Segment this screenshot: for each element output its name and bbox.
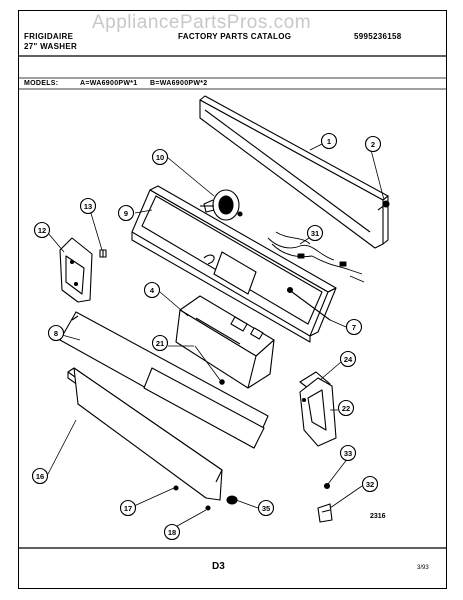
screw-part-7	[286, 286, 331, 321]
console-frame-part	[131, 185, 337, 343]
watermark: AppliancePartsPros.com	[92, 12, 312, 33]
callout-label: 13	[84, 202, 92, 211]
leader-lines	[47, 143, 385, 531]
callout-2: 2	[364, 135, 382, 153]
callout-label: 10	[156, 153, 164, 162]
callout-label: 32	[366, 480, 374, 489]
callout-9: 9	[117, 204, 135, 222]
overlay-panel-part	[59, 311, 269, 449]
page-number: D3	[212, 561, 225, 572]
callout-18: 18	[163, 523, 181, 541]
right-end-cap-part	[299, 377, 337, 447]
wiring-harness-part	[267, 231, 365, 283]
control-board-part	[175, 295, 275, 389]
callout-7: 7	[345, 318, 363, 336]
catalog-title: FACTORY PARTS CATALOG	[178, 32, 292, 41]
callout-10: 10	[151, 148, 169, 166]
publication-number: 5995236158	[354, 32, 402, 41]
figure-code: 2316	[370, 513, 386, 520]
callout-13: 13	[79, 197, 97, 215]
callout-21: 21	[151, 334, 169, 352]
callout-35: 35	[257, 499, 275, 517]
callout-label: 21	[156, 339, 164, 348]
callout-label: 12	[38, 226, 46, 235]
left-end-cap-part	[59, 237, 93, 303]
screw-part-17	[173, 485, 179, 491]
callout-8: 8	[47, 324, 65, 342]
callout-4: 4	[143, 281, 161, 299]
callout-33: 33	[339, 444, 357, 462]
callout-label: 17	[124, 504, 132, 513]
button-part-35	[226, 495, 238, 505]
rear-panel-part	[199, 95, 389, 249]
page-date: 3/93	[417, 565, 429, 571]
timer-part	[200, 189, 243, 221]
clip-part-13	[99, 249, 107, 258]
product-type: 27" WASHER	[24, 42, 78, 51]
callout-31: 31	[306, 224, 324, 242]
callout-32: 32	[361, 475, 379, 493]
screw-part-18	[205, 505, 211, 511]
front-console-part	[67, 367, 223, 501]
model-b: B=WA6900PW*2	[150, 80, 208, 87]
brand-name: FRIGIDAIRE	[24, 32, 74, 41]
callout-label: 1	[327, 137, 331, 146]
callout-label: 8	[54, 329, 58, 338]
callout-label: 16	[36, 472, 44, 481]
model-a: A=WA6900PW*1	[80, 80, 138, 87]
callout-label: 22	[342, 404, 350, 413]
callout-16: 16	[31, 467, 49, 485]
callout-label: 33	[344, 449, 352, 458]
callout-12: 12	[33, 221, 51, 239]
callout-label: 7	[352, 323, 356, 332]
screw-part-21	[194, 345, 225, 385]
callout-1: 1	[320, 132, 338, 150]
clip-part-32	[317, 503, 333, 523]
screw-part-33	[323, 482, 331, 490]
callout-label: 4	[150, 286, 155, 295]
callout-17: 17	[119, 499, 137, 517]
callout-label: 35	[262, 504, 270, 513]
callout-label: 31	[311, 229, 319, 238]
callout-label: 24	[344, 355, 353, 364]
callout-label: 2	[371, 140, 375, 149]
callout-label: 9	[124, 209, 128, 218]
callout-22: 22	[337, 399, 355, 417]
screw-part-2	[377, 200, 390, 211]
callout-label: 18	[168, 528, 176, 537]
callout-24: 24	[339, 350, 357, 368]
models-label: MODELS:	[24, 80, 59, 87]
page-border	[18, 10, 447, 589]
